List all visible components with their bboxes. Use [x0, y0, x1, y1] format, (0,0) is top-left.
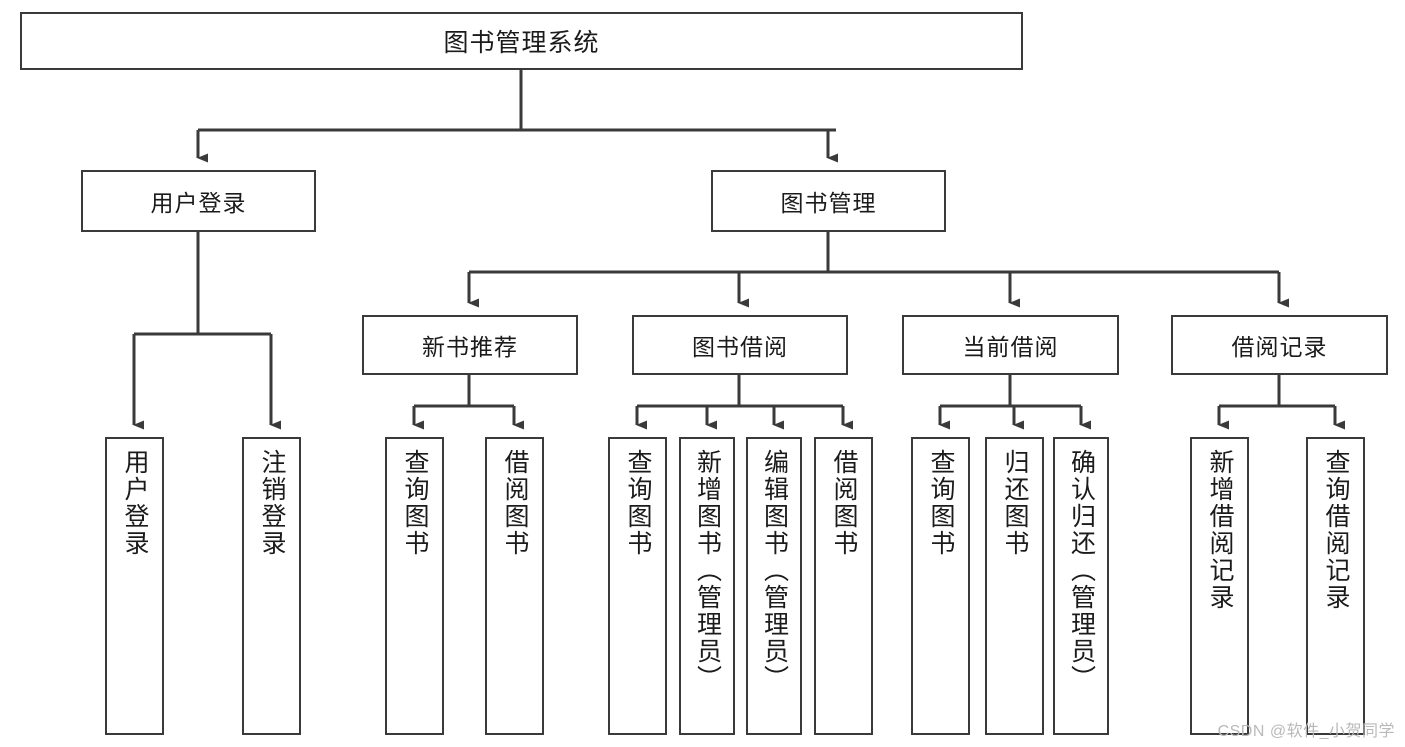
node-book-borrow-label: 图书借阅: [692, 334, 788, 360]
node-leaf-query-record[interactable]: 查询借阅记录: [1306, 437, 1365, 735]
node-book-borrow[interactable]: 图书借阅: [632, 315, 848, 375]
node-leaf-return-book[interactable]: 归还图书: [985, 437, 1044, 735]
node-borrow-record[interactable]: 借阅记录: [1171, 315, 1388, 375]
node-leaf-query-book-borrow[interactable]: 查询图书: [608, 437, 667, 735]
node-leaf-query-book-new-label: 查询图书: [401, 449, 429, 557]
node-leaf-confirm-return[interactable]: 确认归还（管理员）: [1053, 437, 1109, 735]
node-leaf-user-login[interactable]: 用户登录: [105, 437, 164, 735]
watermark: CSDN @软件_小贺同学: [1217, 723, 1395, 740]
node-leaf-logout[interactable]: 注销登录: [242, 437, 301, 735]
node-leaf-add-record[interactable]: 新增借阅记录: [1190, 437, 1249, 735]
node-new-book-rec-label: 新书推荐: [422, 334, 518, 360]
node-leaf-query-book-current-label: 查询图书: [927, 449, 955, 557]
node-book-manage[interactable]: 图书管理: [711, 170, 946, 232]
node-leaf-borrow-book[interactable]: 借阅图书: [814, 437, 873, 735]
node-borrow-record-label: 借阅记录: [1231, 334, 1328, 360]
node-leaf-return-book-label: 归还图书: [1001, 449, 1029, 557]
node-leaf-query-book-current[interactable]: 查询图书: [911, 437, 970, 735]
node-current-borrow-label: 当前借阅: [962, 334, 1059, 360]
node-leaf-logout-label: 注销登录: [258, 449, 286, 557]
node-user-login[interactable]: 用户登录: [81, 170, 316, 232]
node-leaf-query-record-label: 查询借阅记录: [1322, 449, 1350, 611]
node-root[interactable]: 图书管理系统: [20, 12, 1023, 70]
node-root-label: 图书管理系统: [443, 29, 600, 57]
node-current-borrow[interactable]: 当前借阅: [902, 315, 1119, 375]
node-user-login-label: 用户登录: [150, 190, 247, 216]
node-leaf-borrow-book-new-label: 借阅图书: [501, 449, 529, 557]
node-leaf-query-book-borrow-label: 查询图书: [624, 449, 652, 557]
node-leaf-edit-book-admin-label: 编辑图书（管理员）: [760, 449, 789, 692]
node-leaf-add-record-label: 新增借阅记录: [1206, 449, 1234, 611]
node-leaf-edit-book-admin[interactable]: 编辑图书（管理员）: [746, 437, 802, 735]
node-leaf-borrow-book-label: 借阅图书: [830, 449, 858, 557]
node-leaf-query-book-new[interactable]: 查询图书: [385, 437, 444, 735]
node-leaf-borrow-book-new[interactable]: 借阅图书: [485, 437, 544, 735]
node-book-manage-label: 图书管理: [780, 190, 877, 216]
node-leaf-add-book-admin[interactable]: 新增图书（管理员）: [679, 437, 735, 735]
node-leaf-user-login-label: 用户登录: [121, 449, 149, 557]
node-leaf-confirm-return-label: 确认归还（管理员）: [1067, 449, 1096, 692]
node-new-book-rec[interactable]: 新书推荐: [362, 315, 578, 375]
node-leaf-add-book-admin-label: 新增图书（管理员）: [693, 449, 722, 692]
